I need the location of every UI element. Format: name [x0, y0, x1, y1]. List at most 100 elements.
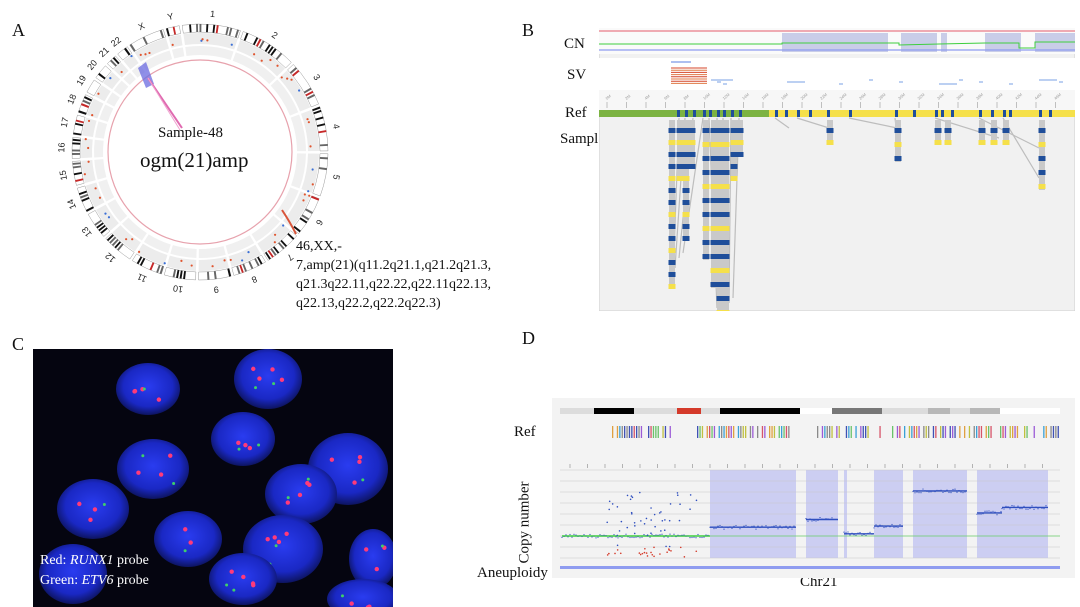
cn-point [922, 488, 924, 490]
chr-6-band [311, 195, 320, 201]
chr-5-track-outer [301, 153, 319, 193]
cn-point [807, 520, 809, 522]
chr-Y-band [172, 26, 177, 35]
d-ideogram-band-3 [832, 408, 882, 414]
cn-point [1007, 506, 1009, 508]
chr-14-band [81, 197, 90, 202]
d-ref-label [968, 426, 971, 438]
chr-1-band [234, 29, 240, 38]
chr-11-sv-dot [163, 262, 166, 265]
chr-15-track-inner [94, 159, 107, 180]
chr-X-sv-dot [144, 53, 147, 56]
chr-7-label: 7 [285, 252, 295, 263]
cn-point [887, 525, 889, 527]
track-sv-label: SV [567, 67, 587, 83]
molecule-label [682, 164, 690, 169]
d-ref-label [1045, 426, 1047, 438]
cn-noise-point [654, 525, 656, 528]
cn-point [885, 526, 887, 528]
chr-8-band [257, 256, 263, 265]
chr-4-track-outer [300, 109, 319, 152]
d-ref-label [913, 426, 915, 438]
chr-1-band [206, 24, 209, 33]
cn-point [661, 533, 663, 535]
fish-red-signal [276, 539, 282, 545]
molecule-label [722, 226, 730, 231]
fish-red-signal [284, 531, 289, 537]
cn-point [920, 492, 922, 494]
d-ref-label [761, 426, 764, 438]
molecule-label [944, 128, 952, 133]
molecule-label [710, 128, 718, 133]
molecule-label [934, 128, 942, 133]
molecule-label [716, 240, 724, 245]
cn-noise-point [631, 496, 634, 499]
cn-point [825, 517, 827, 520]
fish-green-signal [172, 482, 176, 486]
chr-10-ideogram [163, 266, 197, 281]
chr-X-ideogram [129, 29, 166, 53]
molecule-label [682, 224, 690, 229]
chr-12-sv-dot [131, 238, 134, 241]
chr-1-label: 1 [210, 9, 216, 19]
d-ref-label [745, 426, 747, 438]
chr-13-sv-dot [107, 216, 111, 219]
molecule-label [934, 140, 942, 145]
cn-noise-point [616, 534, 619, 537]
d-ref-label [916, 426, 918, 438]
ref-tick-label: 46M [1053, 92, 1062, 101]
chr-1-band [189, 24, 192, 33]
cn-point [1029, 507, 1031, 510]
chr-X-band [159, 29, 165, 39]
cn-noise-point [641, 552, 644, 555]
molecule-label [894, 142, 902, 147]
molecule-column [677, 120, 683, 180]
d-ref-label [723, 426, 725, 438]
cn-point [669, 533, 671, 535]
panel-letter-c: C [12, 334, 25, 354]
cn-point [916, 491, 918, 493]
chr-9-band [213, 270, 217, 280]
fish-red-signal [229, 569, 234, 574]
cn-noise-point [650, 532, 652, 534]
d-ref-label [896, 426, 899, 438]
ref-yellow-bar [769, 110, 1075, 117]
fish-green-signal [272, 382, 276, 386]
chr-16-band [72, 149, 81, 152]
chr-11-sv-dot [137, 250, 141, 253]
chr-9-sv-dot [223, 259, 226, 262]
molecule-label [716, 142, 724, 147]
chr-12-label: 12 [103, 251, 117, 265]
cn-noise-point [629, 498, 632, 501]
d-ref-label [860, 426, 862, 438]
cn-point [575, 534, 577, 536]
molecule-label [668, 260, 676, 265]
ref-label-mark [809, 110, 812, 117]
cn-point [988, 510, 990, 512]
ref-tick-label: 4M [643, 93, 650, 100]
chr-10-band [179, 270, 183, 279]
cn-point [731, 527, 733, 529]
chr-X-sv-dot [148, 51, 151, 55]
ref-label-mark [979, 110, 982, 117]
cn-point [657, 534, 659, 536]
cn-point [897, 526, 899, 529]
chr-18-band [78, 110, 87, 115]
cn-point [996, 514, 998, 516]
cn-point [683, 534, 685, 536]
chr-10-sv-dot [190, 264, 193, 267]
cn-point [611, 536, 613, 538]
cn-noise-point [614, 552, 616, 555]
chr-14-label: 14 [65, 198, 78, 211]
cn-point [569, 533, 571, 536]
molecule-label [894, 156, 902, 161]
chr-9-track-outer [198, 256, 229, 271]
cn-noise-point [639, 491, 641, 494]
cn-noise-point [659, 553, 661, 555]
cn-point [1013, 505, 1015, 507]
molecule-label [676, 164, 684, 169]
cn-point [934, 491, 936, 493]
chr-14-sv-dot [98, 196, 102, 199]
cn-point [1001, 507, 1003, 510]
chr-17-track-outer [82, 117, 97, 138]
